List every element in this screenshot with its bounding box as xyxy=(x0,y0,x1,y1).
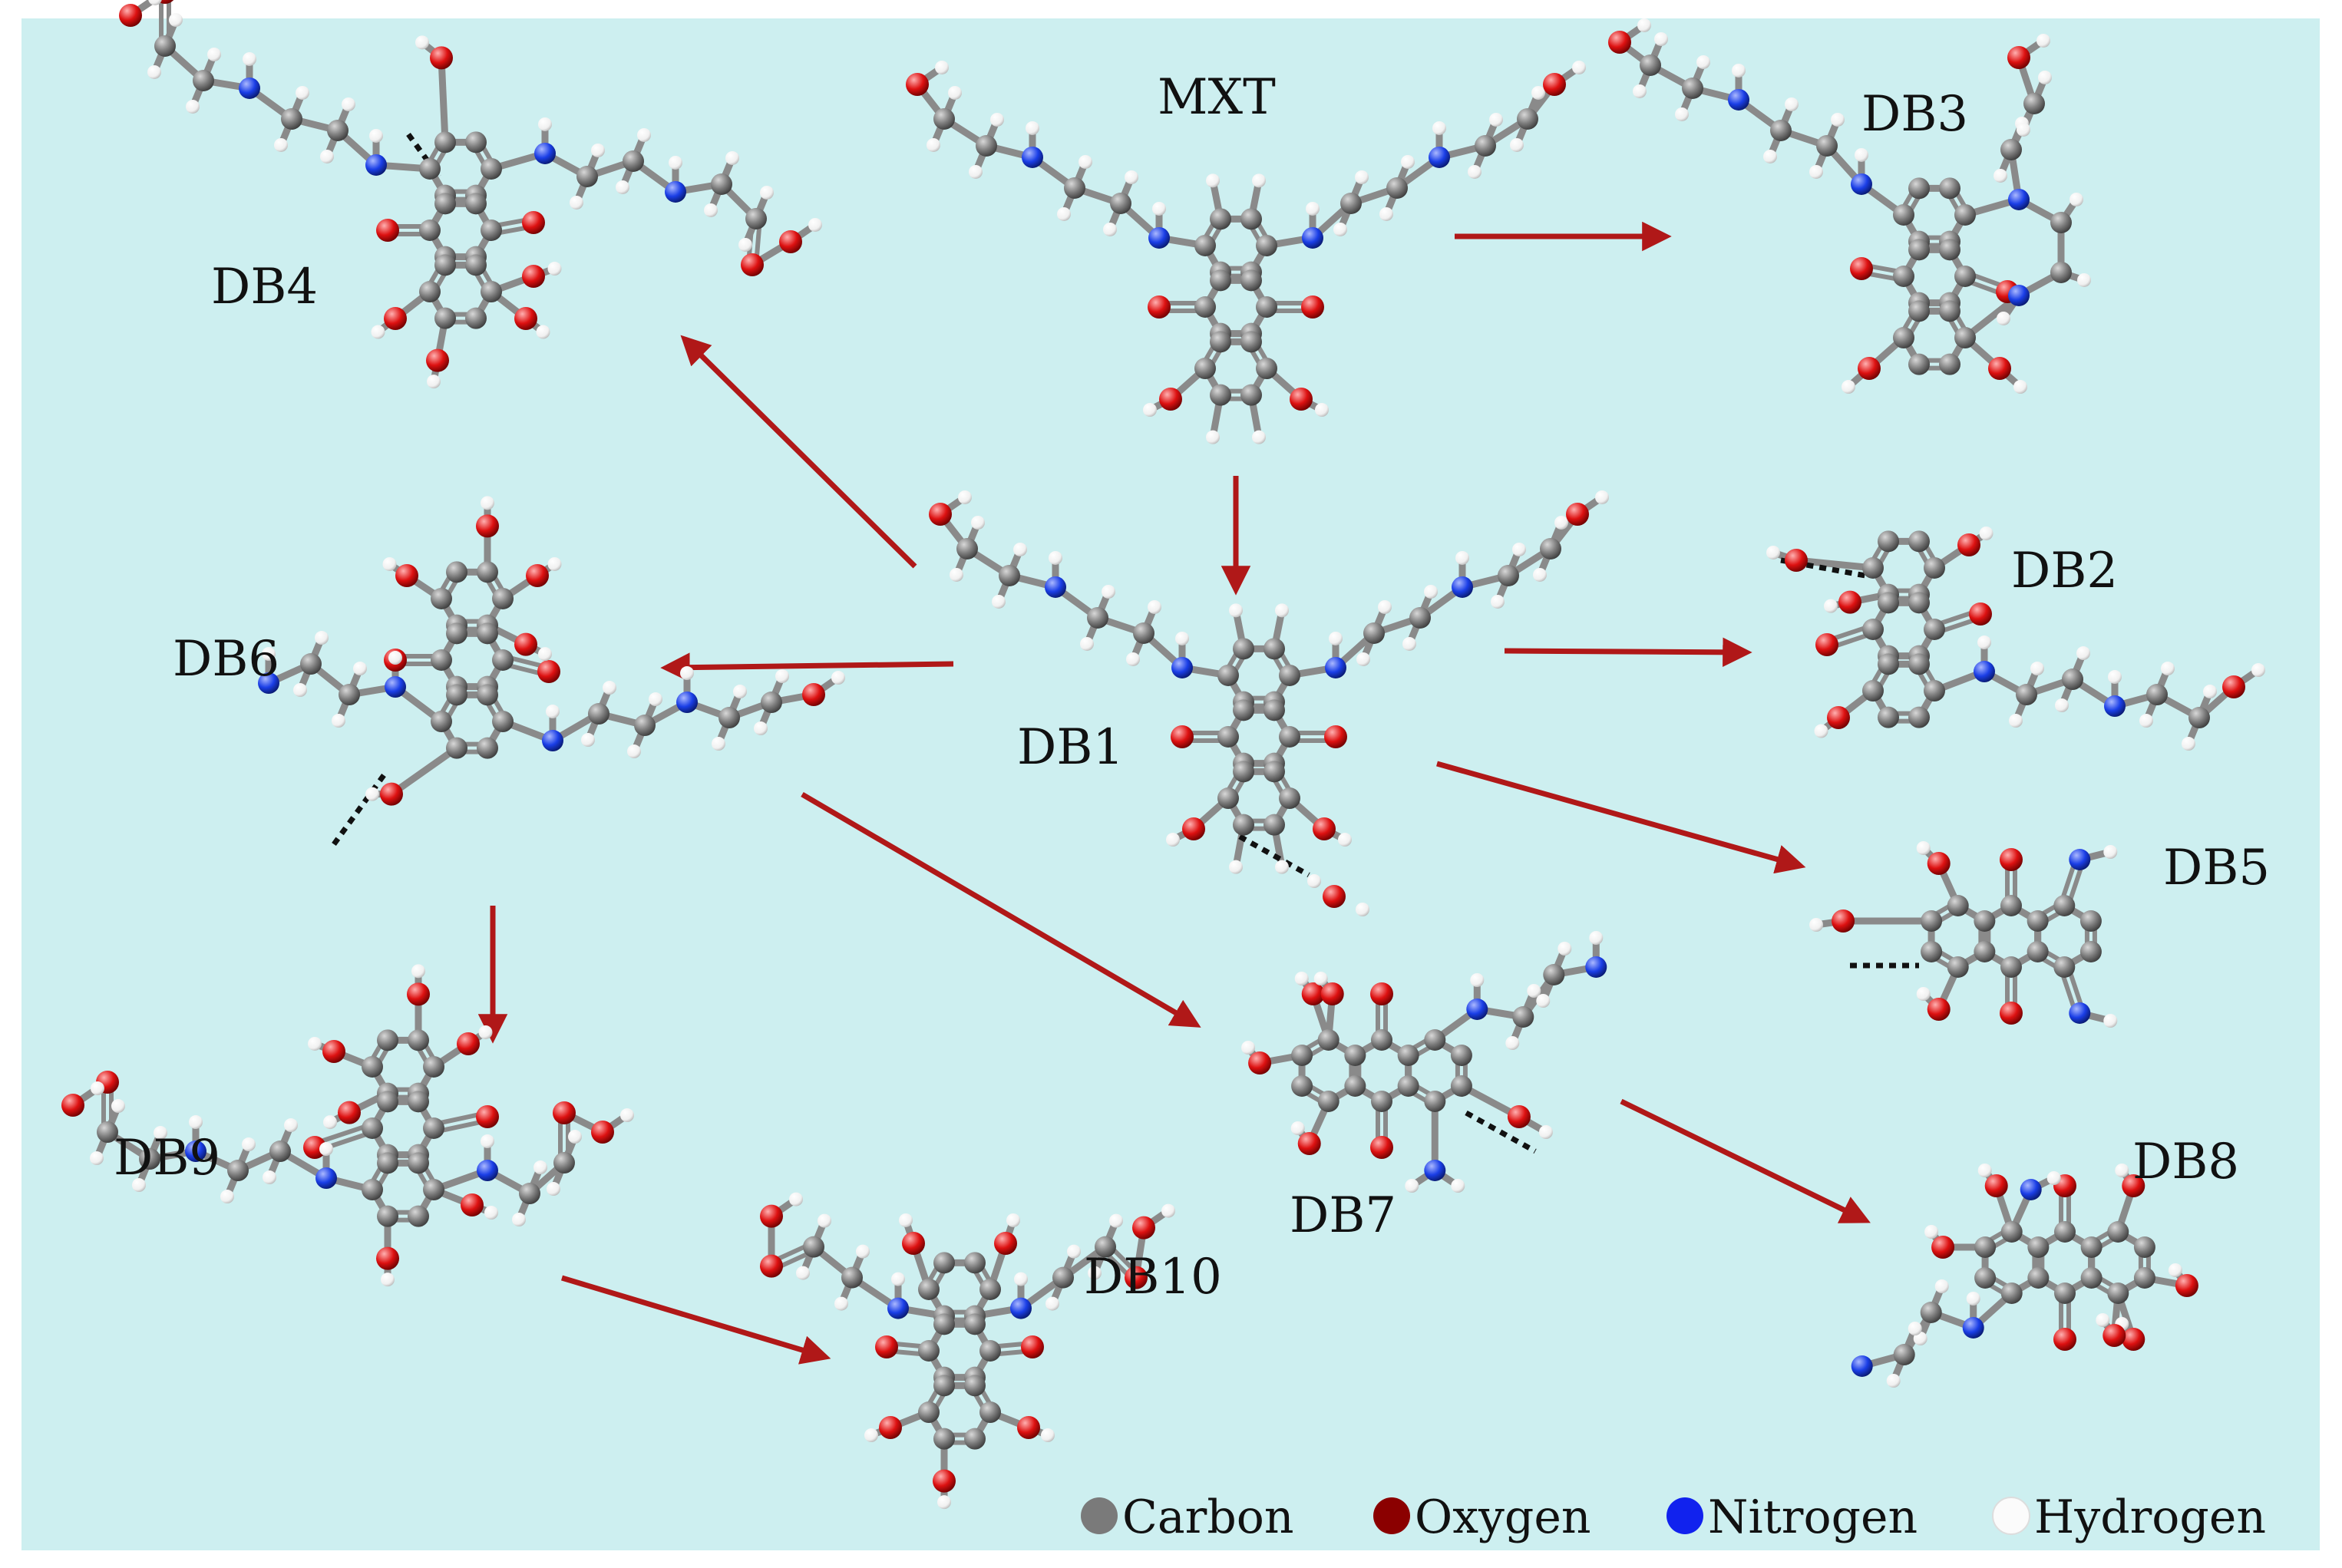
label-db3: DB3 xyxy=(1861,86,1968,143)
label-db2: DB2 xyxy=(2011,543,2118,599)
label-db1: DB1 xyxy=(1017,719,1124,776)
label-mxt: MXT xyxy=(1158,69,1276,126)
legend: Carbon Oxygen Nitrogen Hydrogen xyxy=(1081,1490,2266,1544)
molecule-mxt xyxy=(906,60,1586,444)
label-db6: DB6 xyxy=(173,631,279,688)
label-db5: DB5 xyxy=(2163,840,2270,896)
arrow-db9-db10 xyxy=(560,1275,831,1365)
legend-oxygen-swatch xyxy=(1373,1497,1410,1534)
molecule-db2 xyxy=(1766,526,2265,751)
arrow-db6-db7 xyxy=(801,791,1201,1028)
molecule-db4 xyxy=(119,0,822,389)
label-db4: DB4 xyxy=(211,259,318,315)
arrow-db1-db2 xyxy=(1504,637,1752,668)
legend-carbon-label: Carbon xyxy=(1122,1490,1294,1544)
arrow-db1-db5 xyxy=(1436,761,1806,874)
label-db10: DB10 xyxy=(1084,1249,1222,1306)
arrow-db1-db6 xyxy=(660,652,954,682)
legend-hydrogen-label: Hydrogen xyxy=(2034,1490,2266,1544)
label-db9: DB9 xyxy=(114,1130,220,1187)
legend-nitrogen-swatch xyxy=(1666,1497,1703,1534)
legend-oxygen-label: Oxygen xyxy=(1415,1490,1591,1544)
label-db8: DB8 xyxy=(2132,1134,2239,1190)
molecule-db6 xyxy=(258,496,845,847)
molecule-db10 xyxy=(760,1192,1175,1510)
molecule-db8 xyxy=(1851,1164,2198,1388)
legend-nitrogen-label: Nitrogen xyxy=(1708,1490,1918,1544)
molecule-db7 xyxy=(1241,931,1607,1193)
arrow-db7-db8 xyxy=(1620,1098,1871,1223)
molecules xyxy=(61,0,2265,1510)
molecule-db3 xyxy=(1608,18,2091,394)
arrow-db1-db4 xyxy=(680,335,917,569)
molecule-db5 xyxy=(1809,841,2118,1028)
reaction-arrows xyxy=(477,221,1871,1365)
molecule-db1 xyxy=(929,490,1609,916)
legend-carbon-swatch xyxy=(1081,1497,1118,1534)
molecule-db9 xyxy=(61,964,634,1287)
legend-hydrogen-swatch xyxy=(1992,1497,2030,1535)
label-db7: DB7 xyxy=(1290,1187,1396,1244)
